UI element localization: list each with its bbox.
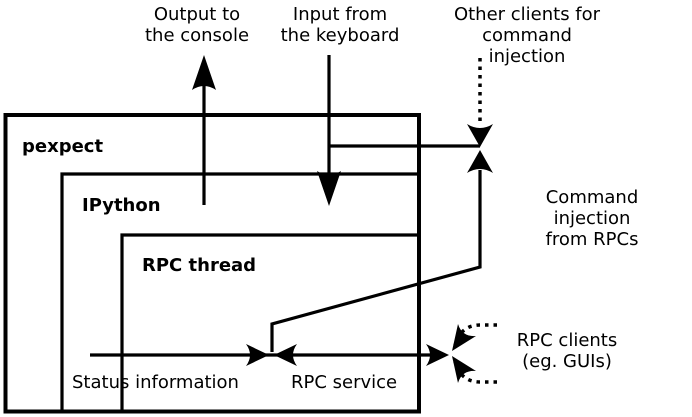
arrowhead-down-icon <box>467 124 493 147</box>
box-title-rpc-thread: RPC thread <box>142 255 257 276</box>
label-input-keyboard: Input from the keyboard <box>280 4 400 46</box>
arrowhead-upleft-icon <box>452 356 476 383</box>
label-output-console: Output to the console <box>144 4 250 46</box>
label-rpc-service: RPC service <box>291 372 398 393</box>
arrowhead-down-icon <box>317 171 341 206</box>
arrowhead-downleft-icon <box>452 324 476 351</box>
rpc-thread-box-border <box>120 233 419 411</box>
label-command-injection: Command injection from RPCs <box>545 187 639 250</box>
input-keyboard-arrow <box>317 55 341 206</box>
arrowhead-up-icon <box>192 55 216 90</box>
arrowhead-left-icon <box>274 344 297 366</box>
ipython-box-border <box>60 172 419 411</box>
box-title-ipython: IPython <box>82 195 161 216</box>
label-other-clients: Other clients for command injection <box>453 4 601 67</box>
other-clients-dotted-arrow <box>467 58 493 147</box>
rpc-clients-dotted-arrows <box>452 323 497 384</box>
status-service-line <box>90 344 449 366</box>
arrowhead-up-icon <box>467 150 493 173</box>
output-console-arrow <box>192 55 216 205</box>
label-rpc-clients: RPC clients (eg. GUIs) <box>516 330 618 372</box>
pexpect-box <box>3 113 421 414</box>
rpc-injection-arrow <box>270 150 493 352</box>
box-title-pexpect: pexpect <box>22 136 104 157</box>
arrowhead-right-icon <box>246 344 269 366</box>
label-status-information: Status information <box>72 372 239 393</box>
arrowhead-right-icon <box>426 344 449 366</box>
